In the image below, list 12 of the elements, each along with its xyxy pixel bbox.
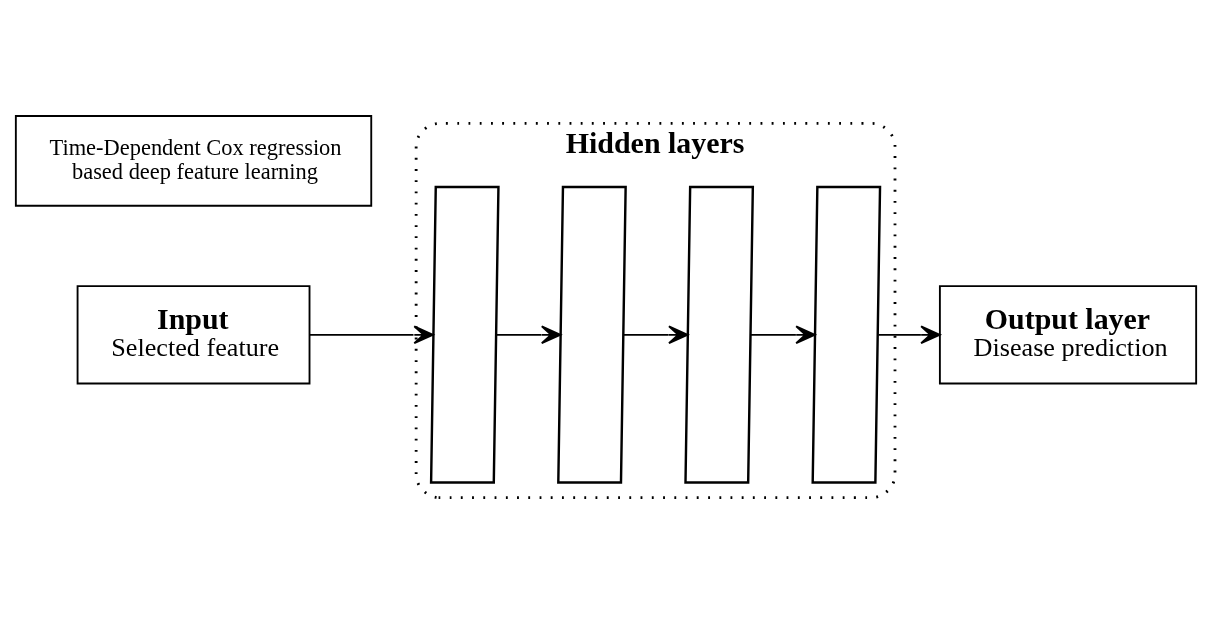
node-box: Time-Dependent Cox regression based deep feature learning	[14, 115, 373, 207]
node-parallelogram	[811, 185, 882, 484]
node-box: Output layer Disease prediction	[938, 285, 1198, 385]
node-parallelogram	[684, 185, 755, 484]
arrow	[308, 325, 434, 345]
node-box: Input Selected feature	[76, 285, 311, 385]
arrow	[622, 325, 689, 345]
arrow	[750, 325, 816, 345]
arrow	[877, 325, 941, 345]
node-parallelogram	[557, 185, 627, 484]
node-parallelogram	[429, 185, 500, 484]
arrow	[495, 325, 562, 345]
